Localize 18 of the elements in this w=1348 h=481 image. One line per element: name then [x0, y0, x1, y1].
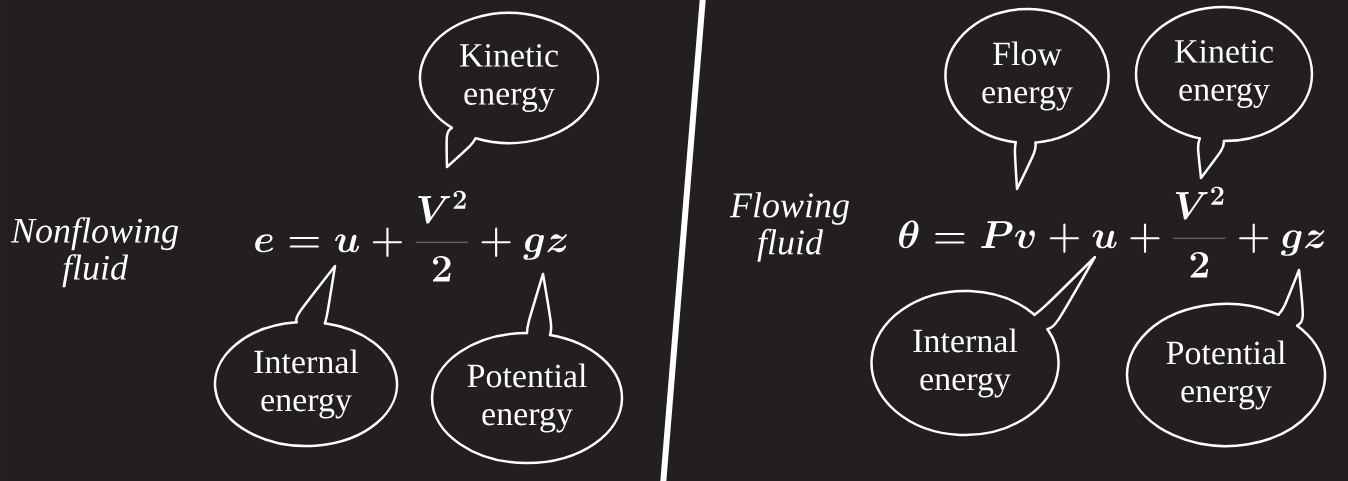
speech-bubble: Internal energy — [870, 289, 1060, 437]
speech-bubble: Kinetic energy — [1134, 5, 1314, 143]
speech-bubble-tail — [445, 126, 477, 169]
speech-bubble-tail — [1013, 141, 1038, 191]
speech-bubble-tail — [525, 272, 553, 337]
speech-bubble: Internal energy — [213, 321, 399, 448]
speech-bubble: Potential energy — [430, 331, 624, 465]
speech-bubble-tail — [1196, 137, 1226, 180]
speech-bubble: Flow energy — [944, 7, 1110, 144]
speech-bubble-tail — [295, 264, 337, 325]
speech-bubble: Potential energy — [1125, 302, 1327, 448]
equation: $e = u + \frac{V^2}{2} + gz$ — [255, 190, 567, 282]
speech-bubble: Kinetic energy — [418, 11, 600, 145]
speech-bubble-tail — [1033, 255, 1097, 331]
fluid-label: Flowing fluid — [729, 192, 849, 262]
fluid-label: Nonflowing fluid — [10, 217, 178, 288]
equation: $\theta = Pv + u + \frac{V^2}{2} + gz$ — [899, 186, 1325, 278]
speech-bubble-tail — [1277, 268, 1305, 327]
